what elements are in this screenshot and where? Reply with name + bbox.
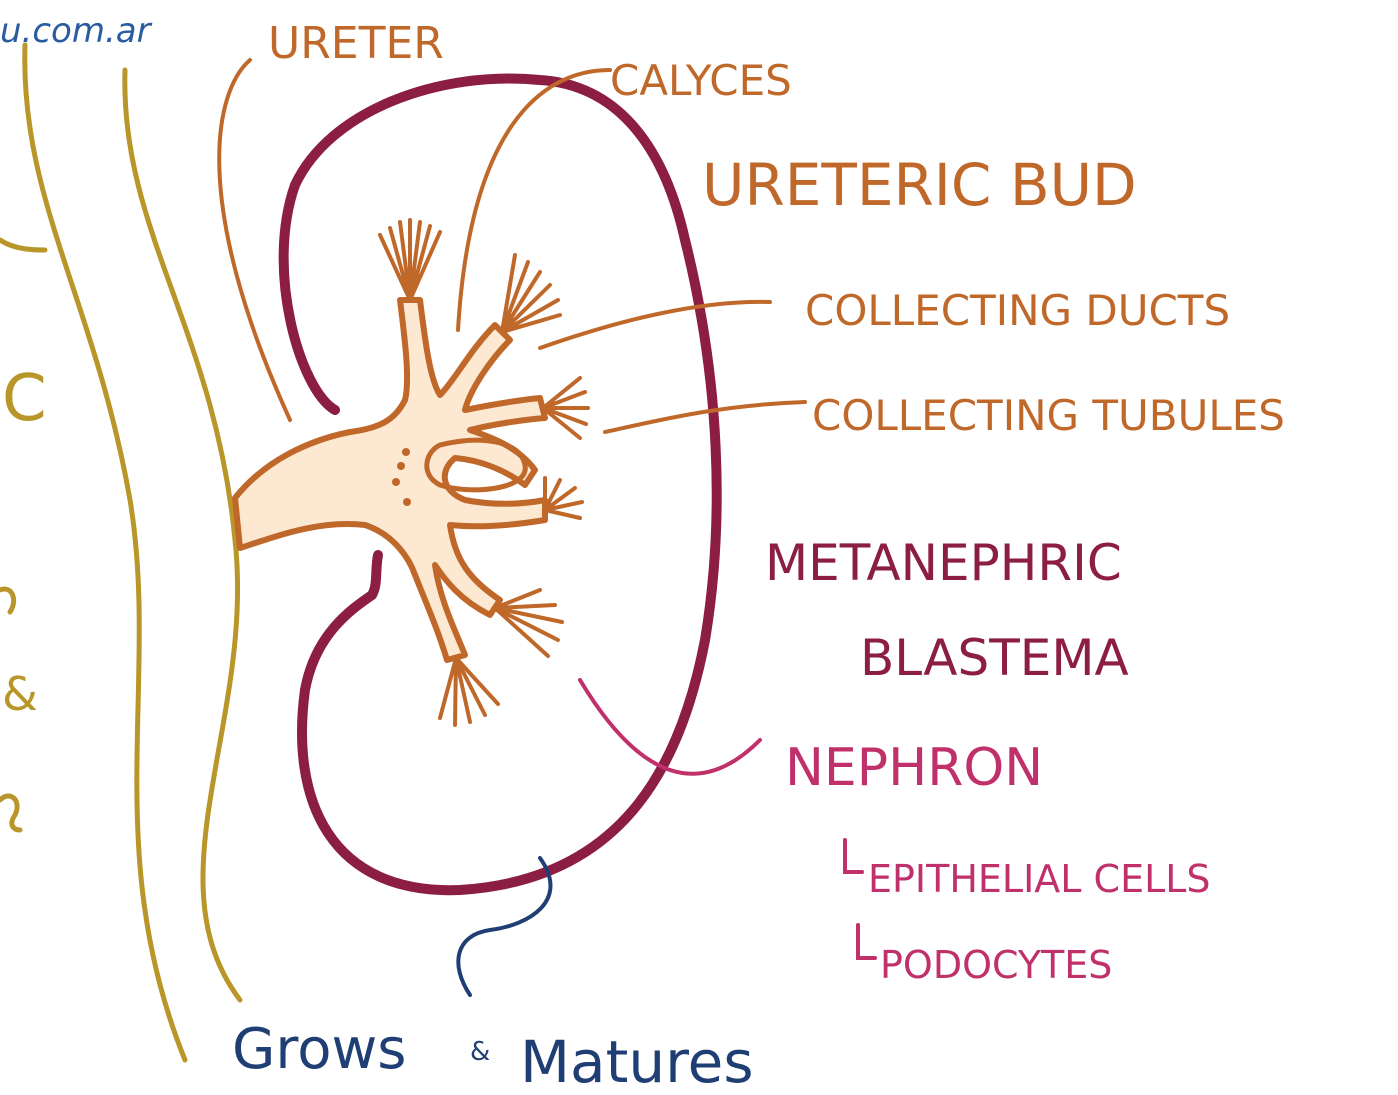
- edge-fragment-e2: [0, 796, 20, 830]
- label-amp: &: [470, 1037, 490, 1067]
- edge-fragment-amp: &: [2, 667, 38, 721]
- label-collecting-ducts: COLLECTING DUCTS: [805, 286, 1230, 335]
- bracket-podocytes: [858, 925, 875, 958]
- label-grows: Grows: [232, 1017, 406, 1082]
- label-ureteric-bud: URETERIC BUD: [702, 151, 1137, 219]
- label-ureter: URETER: [268, 18, 444, 69]
- edge-fragment-c: C: [2, 362, 47, 436]
- label-matures: Matures: [520, 1028, 754, 1095]
- label-epithelial-cells: EPITHELIAL CELLS: [868, 857, 1211, 901]
- label-podocytes: PODOCYTES: [880, 943, 1112, 987]
- label-collecting-tubules: COLLECTING TUBULES: [812, 391, 1285, 440]
- edge-fragment-e1: [0, 589, 14, 612]
- edge-arc: [0, 240, 45, 250]
- collecting-ducts-pointer: [540, 302, 770, 348]
- olive-curves: [0, 45, 240, 1060]
- watermark: u.com.ar: [0, 11, 153, 51]
- outer-curve: [25, 45, 185, 1060]
- labels: URETER CALYCES URETERIC BUD COLLECTING D…: [232, 18, 1285, 1095]
- bracket-epithelial: [845, 840, 862, 872]
- label-metanephric: METANEPHRIC: [765, 534, 1122, 592]
- edge-fragments: C &: [0, 362, 47, 830]
- label-blastema: BLASTEMA: [860, 629, 1129, 687]
- collecting-tubules-pointer: [605, 402, 805, 432]
- label-calyces: CALYCES: [610, 56, 792, 105]
- label-nephron: NEPHRON: [785, 738, 1043, 798]
- calyces-pointer: [458, 70, 610, 330]
